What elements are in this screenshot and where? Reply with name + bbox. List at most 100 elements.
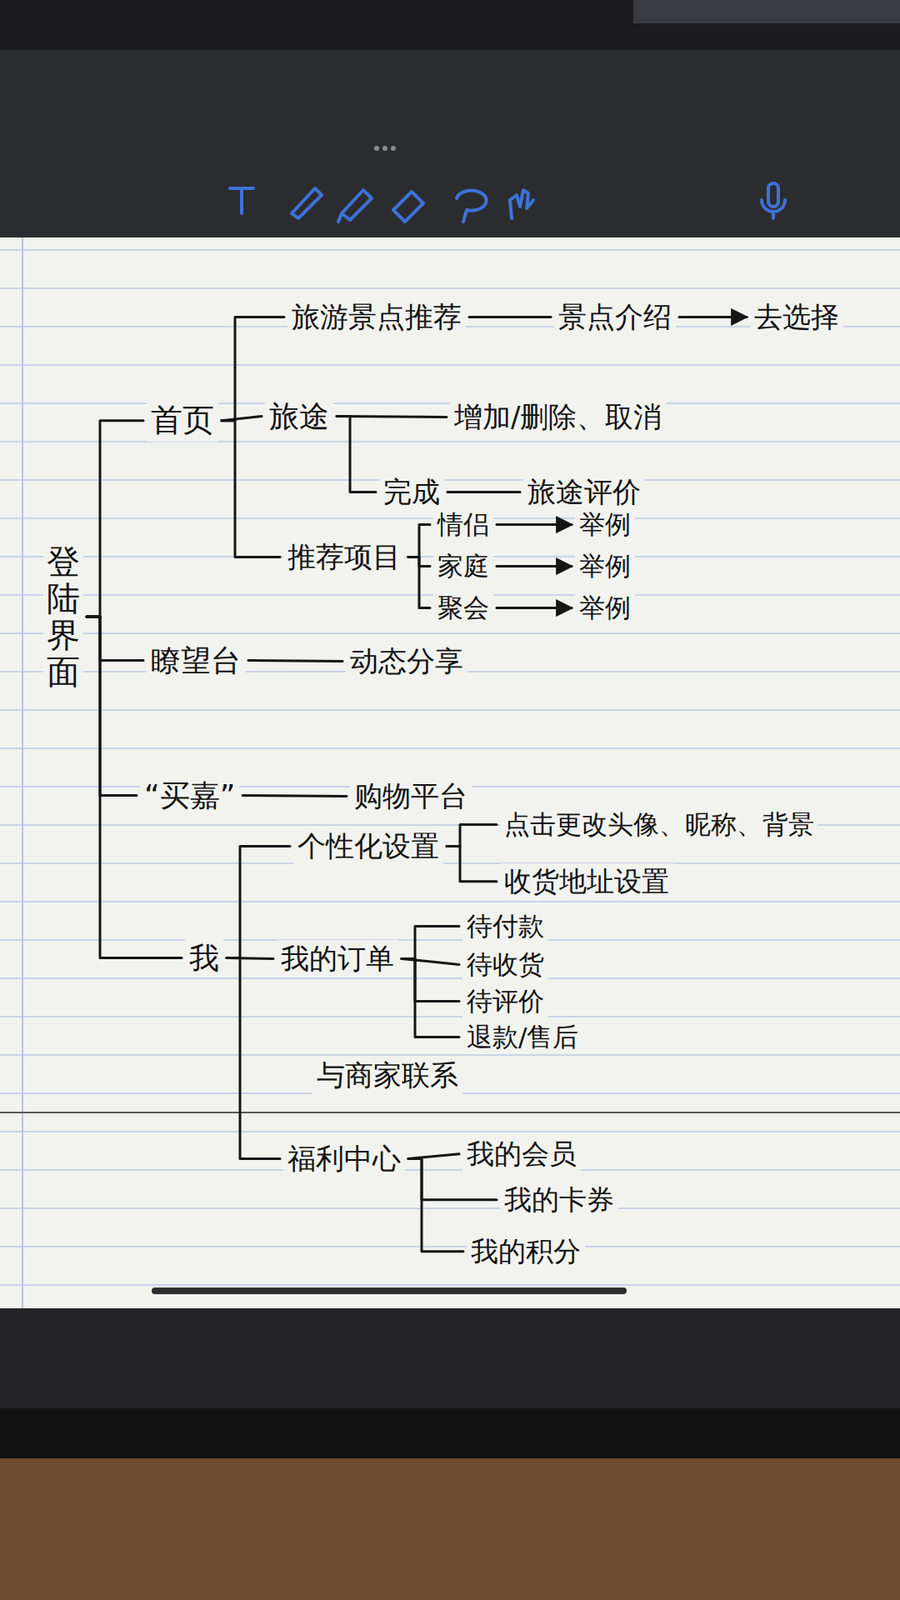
node-text: 旅游景点推荐: [291, 300, 462, 335]
ruled-line: [0, 977, 900, 980]
node-text: “买嘉”: [144, 777, 235, 814]
mind-map-node: 旅途: [265, 396, 334, 436]
node-text: 收货地址设置: [504, 865, 670, 899]
mind-map-node: 待收货: [462, 947, 549, 982]
node-text: 推荐项目: [287, 540, 401, 575]
ruled-line: [0, 747, 900, 750]
connector: [408, 1158, 464, 1251]
node-text: 待收货: [466, 949, 545, 980]
paper: [0, 237, 900, 1309]
node-text: 与商家联系: [316, 1058, 459, 1093]
node-text: 旅途: [269, 398, 330, 435]
node-text: 首页: [150, 401, 215, 440]
hand-icon: [510, 190, 534, 219]
margin-line: [21, 237, 24, 1309]
mind-map-node: 我: [185, 938, 224, 978]
mind-map-node: 举例: [575, 507, 635, 542]
mind-map-node: 待付款: [462, 909, 549, 944]
node-text: 聚会: [437, 592, 490, 624]
mind-map-node: 我的会员: [462, 1135, 581, 1173]
mind-map-node: 待评价: [462, 984, 549, 1019]
ruled-line: [0, 1284, 900, 1286]
connector: [336, 416, 376, 493]
text-tool-icon: [230, 188, 254, 214]
mind-map-node: 退款/售后: [462, 1020, 583, 1055]
node-text: 个性化设置: [297, 829, 440, 864]
ruled-lines: [0, 250, 900, 1285]
connector: [679, 315, 747, 319]
ruled-line: [0, 1207, 900, 1210]
mind-map-node: 举例: [575, 590, 635, 625]
connector: [248, 659, 343, 663]
mic-icon: [761, 183, 785, 219]
node-text: 举例: [579, 550, 631, 582]
ruled-line: [0, 1054, 900, 1056]
node-text: 购物平台: [354, 779, 468, 814]
connector: [469, 315, 551, 319]
connector: [401, 958, 460, 1037]
connector: [496, 565, 572, 568]
node-text: 完成: [383, 475, 440, 510]
ruled-line: [0, 1169, 900, 1171]
mind-map-node: 景点介绍: [554, 298, 676, 336]
dot: [382, 145, 388, 151]
mind-map-node: 旅途评价: [523, 473, 645, 511]
mind-map-node: 完成: [379, 473, 445, 511]
ruled-line: [0, 249, 900, 251]
mind-map-node: 点击更改头像、昵称、背景: [500, 807, 819, 842]
ruled-line: [0, 287, 900, 290]
lasso-icon: [456, 190, 487, 222]
mind-map-node: “买嘉”: [140, 775, 240, 815]
mind-map-node: 购物平台: [350, 777, 472, 815]
node-text: 旅途评价: [527, 475, 641, 510]
node-text: 登陆界面: [46, 543, 80, 690]
mind-map-node: 瞭望台: [146, 640, 245, 680]
node-text: 退款/售后: [466, 1021, 579, 1053]
connector: [226, 958, 280, 1160]
ruled-line: [0, 709, 900, 711]
connector: [446, 845, 497, 881]
dot: [390, 145, 396, 151]
mind-map-node: 我的积分: [466, 1233, 585, 1270]
mind-map-node: 聚会: [433, 590, 494, 625]
connector: [447, 490, 520, 494]
ruled-line: [0, 1245, 900, 1248]
node-text: 家庭: [437, 550, 490, 582]
connector: [496, 523, 572, 526]
node-text: 我的订单: [280, 941, 395, 976]
tablet-bezel: [0, 1308, 900, 1409]
page-break-line: [0, 1111, 900, 1114]
highlighter-icon: [338, 190, 372, 222]
ruled-line: [0, 632, 900, 635]
node-text: 景点介绍: [558, 300, 672, 335]
ruled-line: [0, 364, 900, 366]
connector: [496, 606, 572, 610]
connector: [408, 525, 430, 558]
mind-map-node: 旅游景点推荐: [287, 298, 466, 336]
mind-map-node: 我的订单: [276, 940, 399, 978]
node-text: 我: [189, 940, 220, 976]
connector: [336, 415, 447, 419]
mind-map-node: 登陆界面: [43, 540, 84, 694]
toolbar-icons: [230, 183, 785, 222]
node-text: 我的会员: [466, 1137, 577, 1171]
mind-map-node: 福利中心: [283, 1140, 405, 1178]
node-text: 举例: [579, 509, 631, 540]
node-text: 点击更改头像、昵称、背景: [504, 809, 815, 840]
home-indicator: [151, 1287, 627, 1295]
connector: [401, 958, 460, 1001]
connector: [446, 825, 497, 847]
connector: [242, 794, 347, 798]
mind-map-node: 个性化设置: [293, 827, 444, 865]
connector: [408, 556, 430, 608]
node-text: 我的卡券: [504, 1183, 615, 1217]
connector: [221, 420, 280, 558]
mind-map-node: 情侣: [433, 507, 494, 542]
toolbar-area: [0, 50, 900, 238]
node-text: 我的积分: [470, 1235, 581, 1269]
glare: [633, 0, 900, 24]
connector: [86, 616, 144, 661]
mind-map-node: 家庭: [433, 549, 494, 584]
